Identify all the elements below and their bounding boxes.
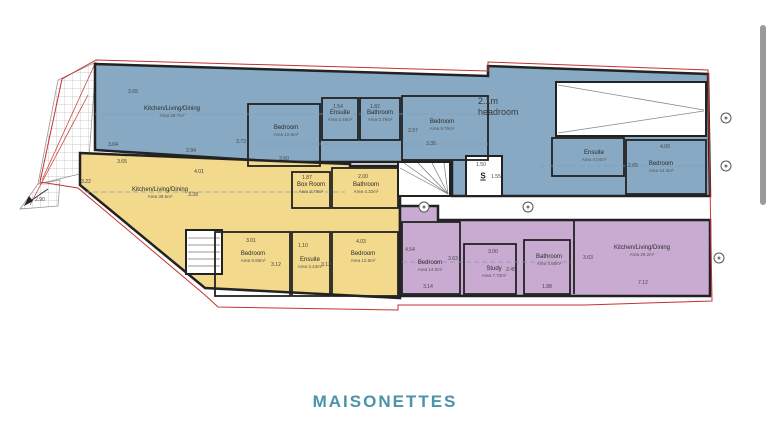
page-title: MAISONETTES bbox=[312, 392, 458, 411]
internal-walls-right bbox=[401, 220, 575, 295]
site-boundary bbox=[39, 59, 713, 311]
section-marker-icon bbox=[522, 201, 534, 213]
stairwell-center bbox=[397, 161, 451, 197]
headroom-note: 2.1m headroom bbox=[478, 96, 519, 117]
section-marker-icon bbox=[418, 201, 430, 213]
scrollbar[interactable] bbox=[760, 25, 766, 205]
stairwell-left bbox=[185, 229, 223, 275]
section-marker-icon bbox=[720, 112, 732, 124]
right-maisonette-region bbox=[398, 204, 712, 298]
left-maisonette-region bbox=[78, 151, 402, 300]
datum-lines bbox=[85, 113, 706, 263]
section-marker-icon bbox=[720, 160, 732, 172]
dimension-arrow bbox=[24, 188, 49, 206]
internal-walls-upper bbox=[247, 95, 707, 195]
store-symbol: S bbox=[480, 171, 486, 181]
store-room bbox=[465, 155, 503, 197]
internal-walls-left bbox=[214, 167, 399, 297]
section-marker-icon bbox=[713, 252, 725, 264]
roof-void bbox=[555, 81, 707, 137]
